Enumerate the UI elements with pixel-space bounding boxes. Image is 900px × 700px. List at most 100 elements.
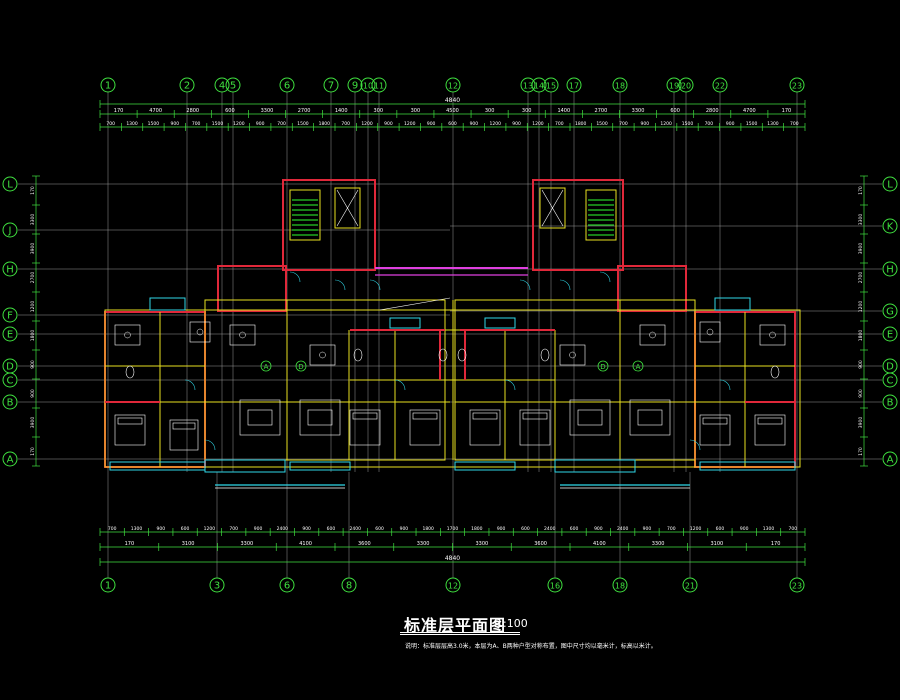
axis-bubble-top: [612, 77, 628, 93]
axis-bubble-left: [2, 176, 18, 192]
axis-bubble-bottom: [279, 577, 295, 593]
axis-bubble-top: [179, 77, 195, 93]
dim-top-row2-text: 3300: [632, 108, 645, 114]
balcony-window: [149, 297, 186, 311]
dim-right-text: 170: [858, 186, 864, 195]
dining-table: [699, 321, 721, 343]
bed: [699, 414, 731, 446]
axis-bubble-right-label: D: [886, 362, 894, 373]
axis-bubble-right: [882, 394, 898, 410]
axis-bubble-right: [882, 372, 898, 388]
dim-top-row2-text: 2700: [595, 108, 608, 114]
drawing-scale: 1:100: [496, 617, 528, 630]
axis-bubble-top-label: 19: [669, 82, 679, 91]
axis-bubble-top-label: 11: [374, 82, 384, 91]
dim-top-row3-text: 1200: [660, 121, 672, 127]
table-chair: [649, 331, 656, 339]
axis-bubble-top-label: 6: [284, 81, 290, 92]
dim-top-row3-text: 700: [555, 121, 564, 127]
dim-top-row3-text: 1500: [297, 121, 309, 127]
axis-bubble-bottom: [547, 577, 563, 593]
balcony-window: [289, 461, 351, 471]
sofa: [299, 399, 341, 436]
axis-bubble-top: [279, 77, 295, 93]
axis-bubble-bottom-label: 21: [685, 582, 695, 591]
dim-bottom-total-text: 4840: [445, 555, 460, 562]
door-swing: [334, 279, 346, 291]
axis-bubble-right: [882, 176, 898, 192]
axis-bubble-left: [2, 372, 18, 388]
door-swing: [204, 439, 216, 451]
dining-table: [759, 324, 786, 346]
sofa: [629, 399, 671, 436]
toilet: [457, 348, 467, 362]
axis-bubble-top: [678, 77, 694, 93]
axis-bubble-bottom-label: 18: [615, 582, 625, 591]
dim-top-row3-text: 900: [170, 121, 179, 127]
dim-left-text: 3900: [30, 243, 36, 255]
dim-left-text: 170: [30, 186, 36, 195]
dim-top-row3-text: 1500: [682, 121, 694, 127]
toilet: [540, 348, 550, 362]
axis-bubble-top: [347, 77, 363, 93]
elevator-cross: [541, 189, 564, 227]
axis-bubble-top: [520, 77, 536, 93]
toilet: [353, 348, 363, 362]
dim-top-row2-text: 300: [411, 108, 421, 114]
axis-bubble-top-label: 5: [230, 81, 236, 92]
axis-bubble-top-label: 15: [546, 82, 556, 91]
axis-bubble-left: [2, 326, 18, 342]
dim-top-row3-text: 700: [705, 121, 714, 127]
dim-right-text: 3300: [858, 214, 864, 226]
axis-bubble-left-label: D: [6, 362, 14, 373]
axis-bubble-top-label: 22: [715, 82, 725, 91]
axis-bubble-bottom-label: 12: [448, 582, 458, 591]
axis-bubble-right: [882, 451, 898, 467]
dining-table: [559, 344, 586, 366]
elevator-right: [539, 187, 566, 229]
dim-right-text: 900: [858, 360, 864, 369]
toilet: [770, 365, 780, 379]
dim-top-row3-text: 1500: [148, 121, 160, 127]
axis-bubble-right-label: K: [887, 222, 894, 233]
dim-bottom-row1-text: 1300: [131, 526, 143, 532]
axis-bubble-top-label: 20: [681, 82, 691, 91]
bed: [114, 414, 146, 446]
dim-bottom-row2-text: 3600: [358, 541, 371, 547]
dim-bottom-row1-text: 600: [521, 526, 530, 532]
axis-bubble-top: [214, 77, 230, 93]
dim-bottom-row1-text: 600: [375, 526, 384, 532]
dining-table: [229, 324, 256, 346]
dim-top-row2-text: 4500: [446, 108, 459, 114]
dim-top-row3-text: 1300: [767, 121, 779, 127]
dim-bottom-row2-text: 3100: [182, 541, 195, 547]
axis-bubble-top: [323, 77, 339, 93]
dim-top-row3-text: 700: [619, 121, 628, 127]
dim-top-row3-text: 1800: [319, 121, 331, 127]
dim-top-row3-text: 1300: [126, 121, 138, 127]
axis-bubble-right: [882, 261, 898, 277]
dim-bottom-row1-text: 1700: [447, 526, 459, 532]
axis-bubble-bottom-label: 3: [214, 581, 220, 592]
dim-right-text: 1800: [858, 330, 864, 342]
door-swing: [689, 439, 701, 451]
dim-top-row3-text: 900: [427, 121, 436, 127]
door-swing: [519, 279, 531, 291]
axis-bubble-top: [566, 77, 582, 93]
axis-bubble-top: [531, 77, 547, 93]
dim-bottom-row1-text: 600: [716, 526, 725, 532]
axis-bubble-right: [882, 218, 898, 234]
bed: [754, 414, 786, 446]
dim-top-row3-text: 700: [341, 121, 350, 127]
pillow: [757, 417, 783, 425]
balcony-window: [484, 317, 516, 329]
stair-right: [585, 189, 617, 241]
dim-left-text: 170: [30, 447, 36, 456]
axis-bubble-bottom-label: 8: [346, 581, 352, 592]
dim-bottom-row1-text: 700: [229, 526, 238, 532]
dim-bottom-row1-text: 900: [740, 526, 749, 532]
axis-bubble-top-label: 18: [615, 82, 625, 91]
stair-tower-left: [282, 179, 376, 271]
dim-top-row3-text: 1200: [532, 121, 544, 127]
